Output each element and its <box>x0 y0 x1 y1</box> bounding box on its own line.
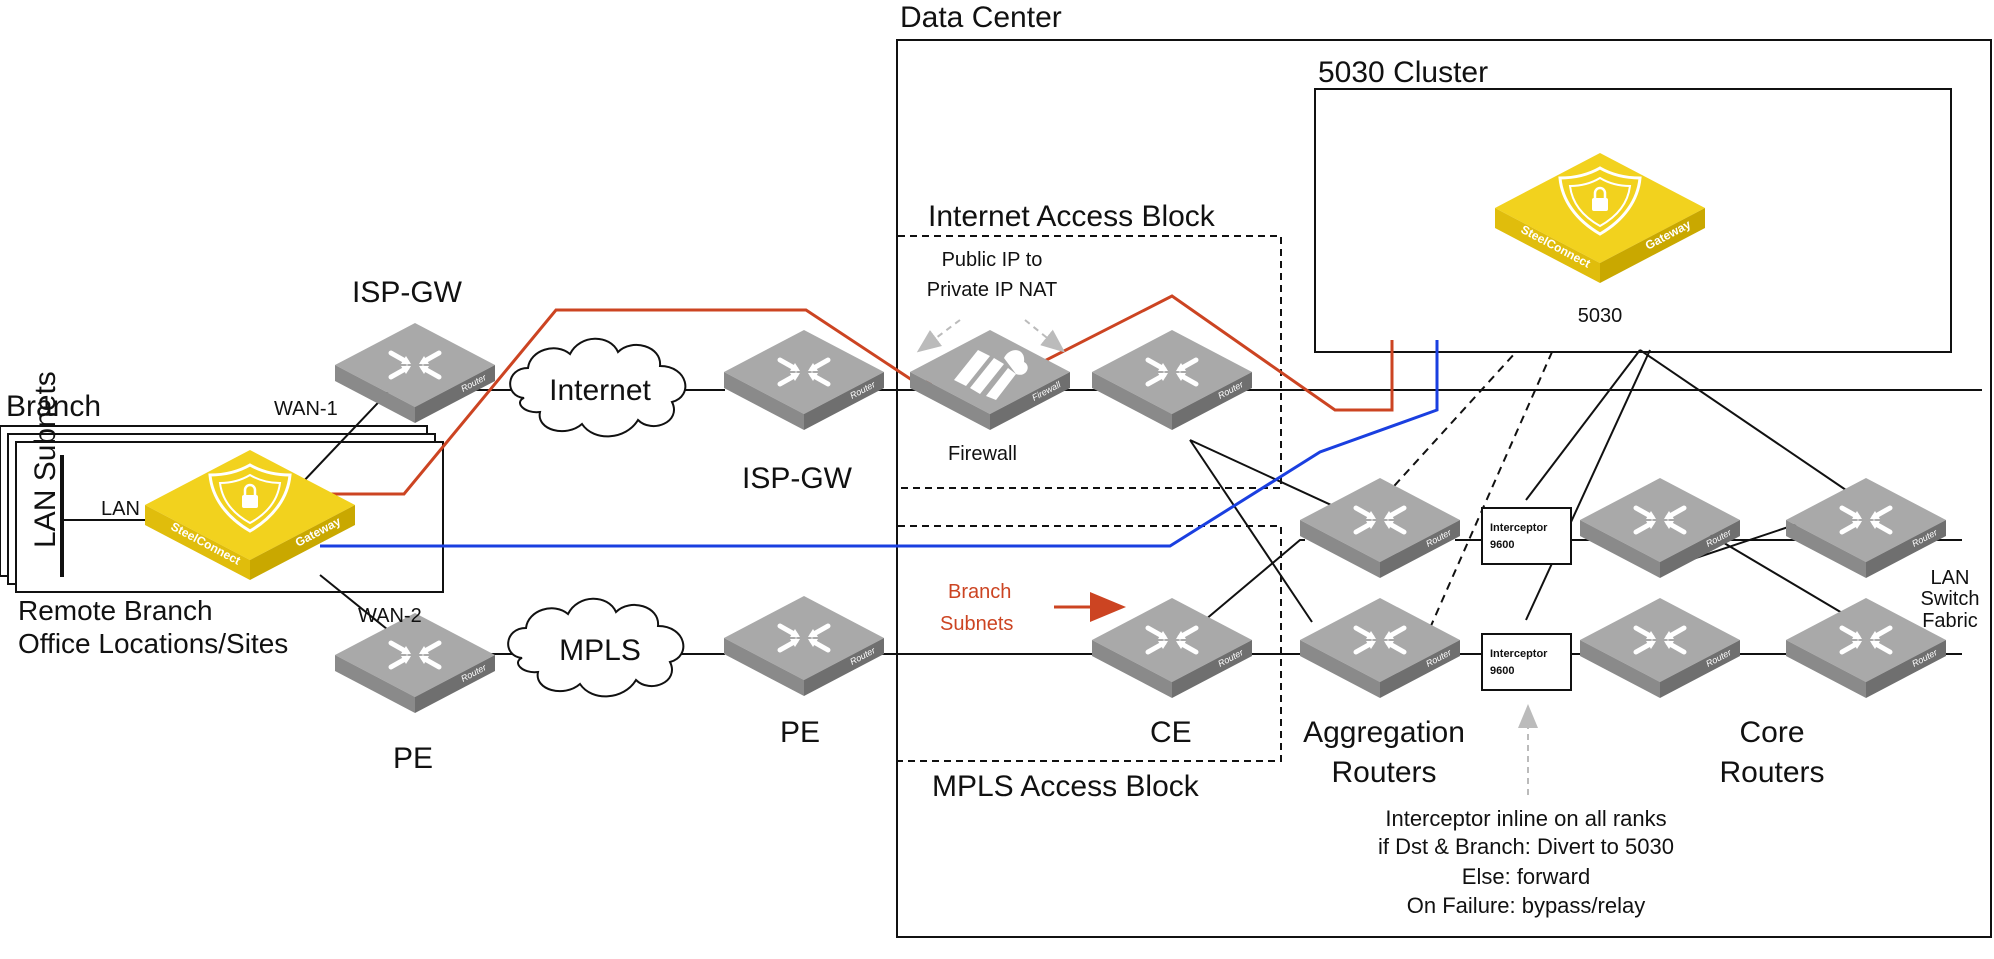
core-router-top-right[interactable]: Router <box>1786 478 1946 578</box>
cluster-device-label: 5030 <box>1578 305 1623 327</box>
svg-text:Data Center: Data Center <box>900 1 1062 34</box>
interceptor-bottom[interactable]: Interceptor 9600 <box>1481 633 1572 691</box>
internet-access-block: Internet Access Block <box>898 200 1282 489</box>
lan-subnets-label-1: LAN Subnets <box>29 371 62 548</box>
svg-text:Branch: Branch <box>948 581 1011 603</box>
cluster-5030-gateway[interactable]: SteelConnect Gateway <box>1493 151 1707 285</box>
internet-cloud[interactable]: Internet <box>509 337 687 438</box>
wan1-label: WAN-1 <box>274 398 338 420</box>
nat-annotation: Public IP to Private IP NAT <box>916 249 1066 353</box>
mpls-access-block: MPLS Access Block <box>898 525 1282 803</box>
aggregation-router-top[interactable]: Router <box>1300 478 1460 578</box>
svg-text:Public IP to: Public IP to <box>942 249 1043 271</box>
firewall-icon[interactable]: Firewall <box>910 330 1070 430</box>
cluster-region: 5030 Cluster <box>1314 56 1952 353</box>
core-label-1: Core <box>1739 716 1804 749</box>
remote-branch-line2: Office Locations/Sites <box>18 628 288 659</box>
core-label-2: Routers <box>1719 756 1824 789</box>
aggregation-label-2: Routers <box>1331 756 1436 789</box>
isp-gw-branch-router[interactable]: Router <box>335 323 495 423</box>
blue-tunnel-path <box>320 340 1439 548</box>
firewall-label: Firewall <box>948 443 1017 465</box>
isp-gw-branch-label: ISP-GW <box>352 276 463 309</box>
svg-text:Interceptor: Interceptor <box>1490 522 1548 534</box>
data-center-region: Data Center <box>896 1 1992 938</box>
core-router-bottom-left[interactable]: Router <box>1580 598 1740 698</box>
pe-dc-label: PE <box>780 716 820 749</box>
svg-text:Private IP NAT: Private IP NAT <box>927 279 1057 301</box>
remote-branch-line1: Remote Branch <box>18 595 213 626</box>
dashed-cluster-links <box>1384 351 1553 629</box>
pe-branch-router[interactable]: Router <box>335 613 495 713</box>
svg-text:9600: 9600 <box>1490 539 1514 551</box>
ce-label: CE <box>1150 716 1192 749</box>
lan-subnets: LAN Subnets LAN <box>29 371 160 577</box>
cloud-icon <box>507 597 685 698</box>
svg-text:MPLS: MPLS <box>559 634 641 667</box>
pe-dc-router[interactable]: Router <box>724 596 884 696</box>
svg-text:Else: forward: Else: forward <box>1462 864 1590 889</box>
branch-label: Branch <box>6 390 101 423</box>
svg-text:if Dst & Branch: Divert to 503: if Dst & Branch: Divert to 5030 <box>1378 834 1674 859</box>
wan2-label: WAN-2 <box>358 605 422 627</box>
svg-text:5030 Cluster: 5030 Cluster <box>1318 56 1488 89</box>
mpls-cloud[interactable]: MPLS <box>507 597 685 698</box>
lan-switch-label-2: Switch <box>1921 588 1980 610</box>
svg-text:Internet Access Block: Internet Access Block <box>928 200 1216 233</box>
interceptor-note: Interceptor inline on all ranks if Dst &… <box>1378 704 1674 918</box>
svg-text:On Failure: bypass/relay: On Failure: bypass/relay <box>1407 893 1645 918</box>
ce-router[interactable]: Router <box>1092 598 1252 698</box>
interceptor-top[interactable]: Interceptor 9600 <box>1481 507 1572 565</box>
svg-text:Subnets: Subnets <box>940 613 1013 635</box>
lan-label: LAN <box>101 498 140 520</box>
branch-subnets-annotation: Branch Subnets <box>940 581 1126 635</box>
lan-switch-label-3: Fabric <box>1922 610 1978 632</box>
svg-text:Interceptor inline on all rank: Interceptor inline on all ranks <box>1385 806 1666 831</box>
cloud-icon <box>509 337 687 438</box>
branch-site-stack: Branch <box>0 390 444 593</box>
lan-switch-label-1: LAN <box>1931 567 1970 589</box>
aggregation-label-1: Aggregation <box>1303 716 1465 749</box>
isp-gw-dc-label: ISP-GW <box>742 462 853 495</box>
svg-text:Interceptor: Interceptor <box>1490 648 1548 660</box>
internet-block-router[interactable]: Router <box>1092 330 1252 430</box>
core-router-top-left[interactable]: Router <box>1580 478 1740 578</box>
svg-text:9600: 9600 <box>1490 665 1514 677</box>
svg-text:MPLS Access Block: MPLS Access Block <box>932 770 1200 803</box>
svg-text:Internet: Internet <box>549 374 651 407</box>
pe-branch-label: PE <box>393 742 433 775</box>
